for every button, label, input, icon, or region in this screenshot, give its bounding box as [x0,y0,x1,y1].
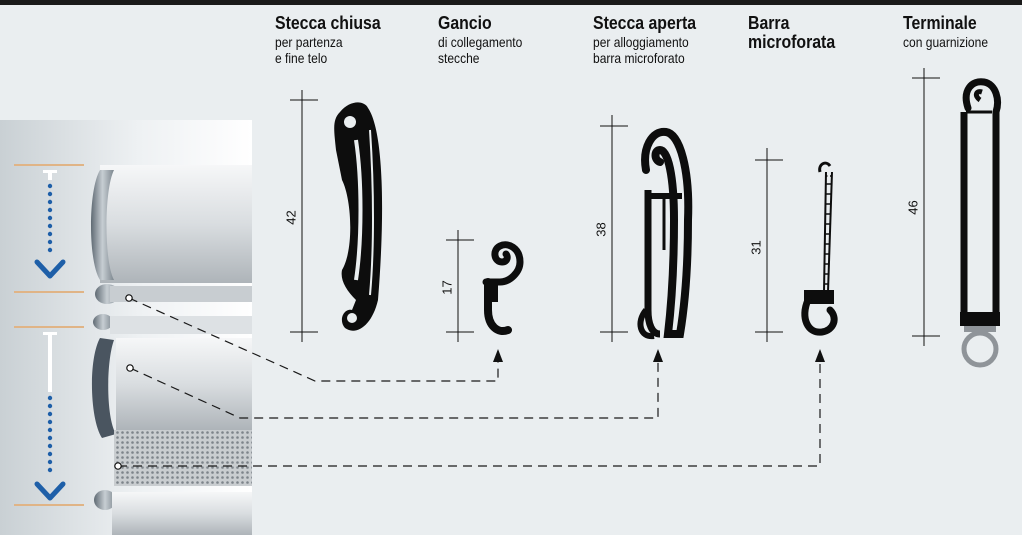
header-gancio: Gancio di collegamento stecche [438,13,536,67]
barra-microforata-profile [801,161,838,336]
profile-title: Terminale [903,13,977,33]
dimension-label: 46 [905,200,921,215]
dimension-label: 42 [283,210,299,225]
leader-lines [118,297,821,467]
profile-title: Stecca chiusa [275,13,381,33]
leader-arrowheads [493,349,825,362]
profile-subtitle: per partenza e fine telo [275,34,343,66]
shutter-photo [0,120,252,535]
terminale-profile [960,78,1001,368]
dimension-lines [290,68,940,346]
header-terminale: Terminale con guarnizione [903,13,1002,51]
dimension-label: 38 [593,222,609,237]
gancio-profile [482,241,524,335]
profile-subtitle: di collegamento stecche [438,34,523,66]
header-stecca-chiusa: Stecca chiusa per partenza e fine telo [275,13,395,67]
profile-title: Gancio [438,13,492,33]
chevron-down-icon [34,259,66,279]
stecca-chiusa-profile [334,102,383,331]
profile-title: Stecca aperta [593,13,697,33]
profile-title: Barra microforata [748,13,836,52]
top-rule [0,0,1022,5]
stecca-aperta-profile [637,127,693,340]
profile-subtitle: per alloggiamento barra microforato [593,34,689,66]
chevron-down-icon [34,481,66,501]
dimension-label: 31 [748,240,764,255]
header-stecca-aperta: Stecca aperta per alloggiamento barra mi… [593,13,710,67]
profile-subtitle: con guarnizione [903,34,989,50]
header-barra-microforata: Barra microforata [748,14,847,53]
dimension-label: 17 [439,280,455,295]
